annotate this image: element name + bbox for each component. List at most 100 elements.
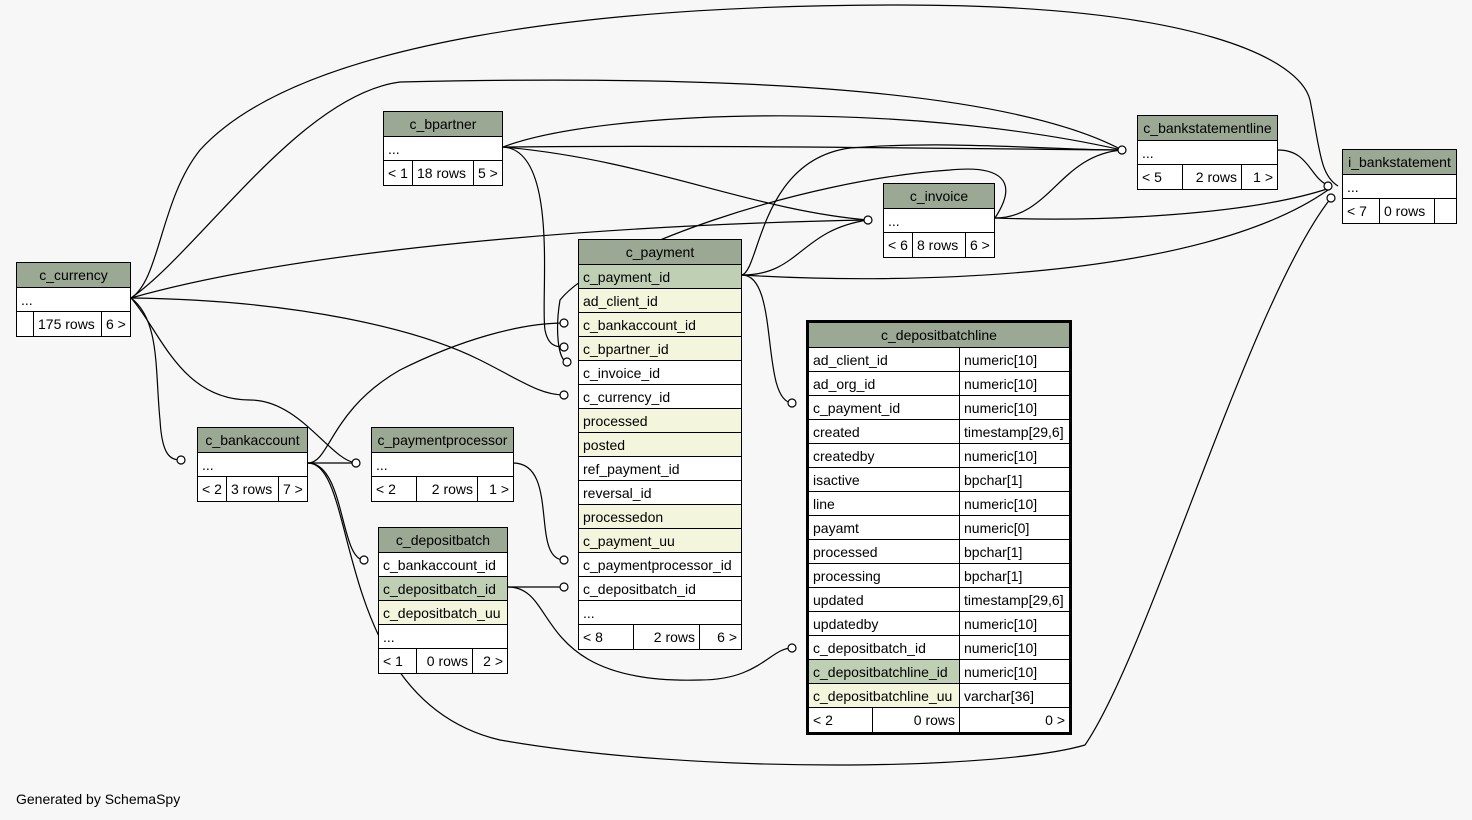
column-ellipsis: ... — [1347, 179, 1359, 195]
table-header[interactable]: c_bankstatementline — [1138, 116, 1277, 141]
column-ellipsis: ... — [202, 457, 214, 473]
column-ellipsis: ... — [388, 141, 400, 157]
column-type: varchar[36] — [964, 688, 1035, 704]
column-ellipsis: ... — [1142, 145, 1154, 161]
column-type: numeric[10] — [964, 352, 1038, 368]
column-ad-org-id: ad_org_id — [809, 372, 960, 395]
stat-parents: < 1 — [384, 161, 413, 185]
stat-rows: 8 rows — [913, 233, 966, 257]
table-header[interactable]: i_bankstatement — [1343, 150, 1456, 175]
edge-currency-bankstatementline — [130, 79, 1123, 299]
stat-children: 7 > — [283, 481, 303, 497]
edge-payment-ibankstatement — [741, 189, 1329, 280]
column-c-depositbatch-uu: c_depositbatch_uu — [383, 605, 501, 621]
edge-bankaccount-depositbatch — [307, 462, 365, 561]
column-c-depositbatch-id: c_depositbatch_id — [583, 581, 696, 597]
column-ref-payment-id: ref_payment_id — [583, 461, 680, 477]
column-processed: processed — [583, 413, 648, 429]
column-processed: processed — [809, 540, 960, 563]
stat-children: 1 > — [1253, 169, 1273, 185]
table-header[interactable]: c_payment — [579, 240, 741, 265]
stat-children: 6 > — [970, 237, 990, 253]
column-type: numeric[10] — [964, 400, 1038, 416]
table-c-depositbatch[interactable]: c_depositbatch c_bankaccount_id c_deposi… — [378, 527, 508, 674]
table-c-payment[interactable]: c_payment c_payment_id ad_client_id c_ba… — [578, 239, 742, 650]
edge-payment-depositbatchline — [741, 274, 793, 404]
column-processing: processing — [809, 564, 960, 587]
column-c-depositbatch-id: c_depositbatch_id — [809, 636, 960, 659]
column-type: numeric[10] — [964, 496, 1038, 512]
table-header[interactable]: c_paymentprocessor — [372, 428, 513, 453]
edge-bpartner-invoice — [502, 146, 869, 221]
column-type: timestamp[29,6] — [964, 592, 1064, 608]
edge-bankaccount-ibankstatement — [307, 197, 1332, 766]
stat-children: 5 > — [478, 165, 498, 181]
column-updatedby: updatedby — [809, 612, 960, 635]
column-c-currency-id: c_currency_id — [583, 389, 671, 405]
column-ellipsis: ... — [583, 605, 595, 621]
column-type: numeric[10] — [964, 448, 1038, 464]
column-type: numeric[10] — [964, 640, 1038, 656]
edge-invoice-payment — [556, 168, 1007, 363]
column-c-depositbatchline-uu: c_depositbatchline_uu — [809, 684, 960, 707]
edge-bankaccount-payment — [307, 322, 565, 464]
column-type: numeric[10] — [964, 616, 1038, 632]
column-ellipsis: ... — [383, 629, 395, 645]
stat-parents: < 2 — [809, 708, 873, 732]
edge-invoice-ibankstatement — [994, 187, 1331, 220]
table-header[interactable]: c_bpartner — [384, 112, 502, 137]
edge-currency-payment — [130, 297, 565, 396]
stat-rows: 2 rows — [417, 477, 478, 501]
stat-children: 6 > — [106, 316, 126, 332]
column-isactive: isactive — [809, 468, 960, 491]
table-header[interactable]: c_depositbatch — [379, 528, 507, 553]
edge-bpartner-bankstatementline-2 — [502, 115, 1123, 151]
edge-bpartner-bankstatementline — [502, 145, 1123, 151]
stat-rows: 0 rows — [873, 708, 960, 732]
column-line: line — [809, 492, 960, 515]
column-c-invoice-id: c_invoice_id — [583, 365, 661, 381]
column-ellipsis: ... — [21, 292, 33, 308]
stat-children: 6 > — [717, 629, 737, 645]
column-type: numeric[10] — [964, 376, 1038, 392]
column-type: bpchar[1] — [964, 472, 1023, 488]
edge-bankstatementline-ibankstatement — [1277, 149, 1331, 187]
column-ad-client-id: ad_client_id — [809, 348, 960, 371]
edge-depositbatch-depositbatchline — [507, 586, 793, 681]
edge-currency-bankaccount — [130, 297, 182, 461]
table-header[interactable]: c_depositbatchline — [809, 323, 1069, 348]
edge-bpartner-payment — [502, 146, 565, 348]
column-c-payment-id: c_payment_id — [583, 269, 671, 285]
edge-currency-ibankstatement — [130, 4, 1339, 299]
column-c-depositbatch-id: c_depositbatch_id — [383, 581, 496, 597]
edge-currency-invoice — [130, 219, 869, 299]
column-ellipsis: ... — [888, 213, 900, 229]
stat-parents: < 2 — [198, 477, 227, 501]
stat-parents: < 1 — [379, 649, 417, 673]
stat-parents — [17, 312, 34, 336]
column-posted: posted — [583, 437, 626, 453]
column-c-bankaccount-id: c_bankaccount_id — [583, 317, 696, 333]
column-c-depositbatchline-id: c_depositbatchline_id — [809, 660, 960, 683]
column-reversal-id: reversal_id — [583, 485, 652, 501]
column-type: numeric[0] — [964, 520, 1030, 536]
table-header[interactable]: c_currency — [17, 263, 130, 288]
table-header[interactable]: c_bankaccount — [198, 428, 307, 453]
stat-children: 1 > — [489, 481, 509, 497]
column-c-payment-id: c_payment_id — [809, 396, 960, 419]
table-header[interactable]: c_invoice — [884, 184, 994, 209]
column-ad-client-id: ad_client_id — [583, 293, 658, 309]
stat-rows: 175 rows — [34, 312, 102, 336]
column-type: timestamp[29,6] — [964, 424, 1064, 440]
stat-parents: < 7 — [1343, 199, 1380, 223]
stat-children: 0 > — [1045, 712, 1065, 728]
